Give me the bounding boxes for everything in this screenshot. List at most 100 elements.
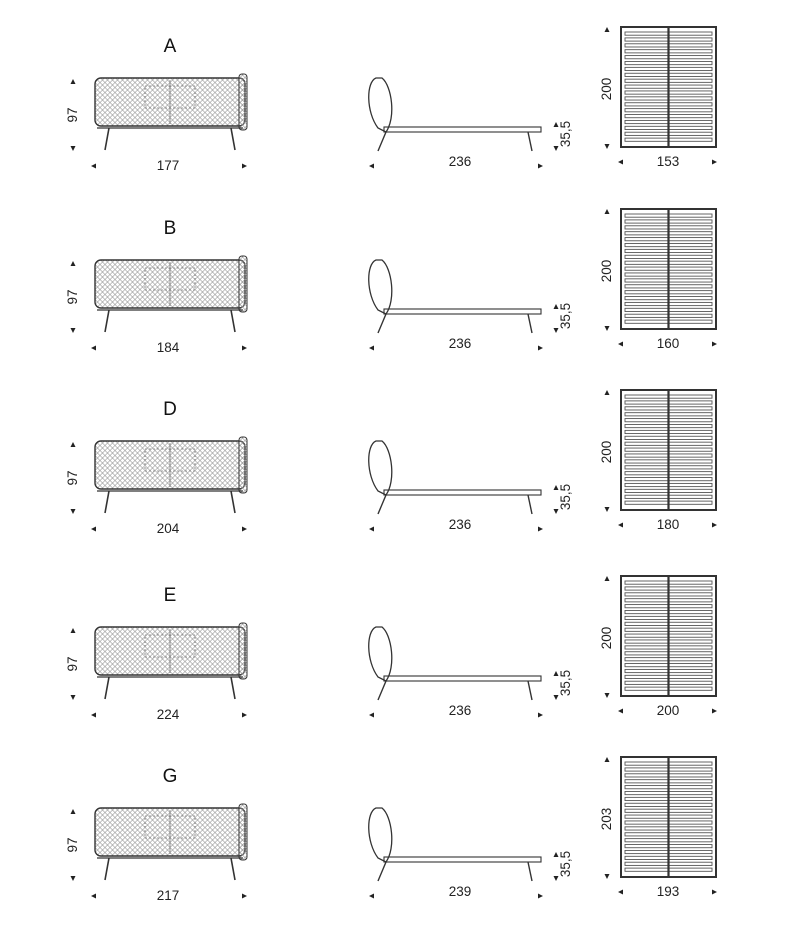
drawing-canvas <box>70 389 717 532</box>
arrow-left-icon <box>91 712 96 718</box>
arrow-right-icon <box>242 526 247 532</box>
arrow-up-icon <box>70 809 76 814</box>
arrow-down-icon <box>553 695 559 700</box>
top-view <box>620 756 717 878</box>
arrow-up-icon <box>604 209 610 214</box>
arrow-left-icon <box>618 341 623 347</box>
side-width-label: 239 <box>448 884 472 899</box>
arrow-down-icon <box>553 328 559 333</box>
variant-letter: A <box>163 36 177 57</box>
side-width-label: 236 <box>448 154 472 169</box>
front-width-label: 177 <box>156 158 180 173</box>
variant-letter: G <box>162 766 178 787</box>
front-view <box>94 255 248 333</box>
arrow-up-icon <box>70 628 76 633</box>
side-view <box>368 77 542 152</box>
drawing-canvas <box>70 575 717 718</box>
arrow-right-icon <box>242 345 247 351</box>
arrow-down-icon <box>604 507 610 512</box>
top-width-label: 180 <box>656 517 680 532</box>
side-height-label: 35,5 <box>558 669 573 697</box>
arrow-down-icon <box>553 509 559 514</box>
arrow-right-icon <box>538 893 543 899</box>
arrow-right-icon <box>538 526 543 532</box>
arrow-right-icon <box>538 163 543 169</box>
arrow-up-icon <box>604 576 610 581</box>
arrow-down-icon <box>604 693 610 698</box>
front-width-label: 217 <box>156 888 180 903</box>
arrow-up-icon <box>604 390 610 395</box>
front-height-label: 97 <box>65 656 80 672</box>
side-view <box>368 259 542 334</box>
top-length-label: 200 <box>599 77 614 101</box>
arrow-up-icon <box>553 852 559 857</box>
front-view <box>94 622 248 700</box>
top-length-label: 200 <box>599 259 614 283</box>
arrow-right-icon <box>712 341 717 347</box>
top-view <box>620 208 717 330</box>
side-height-label: 35,5 <box>558 850 573 878</box>
arrow-left-icon <box>369 526 374 532</box>
top-width-label: 153 <box>656 154 680 169</box>
side-width-label: 236 <box>448 517 472 532</box>
arrow-down-icon <box>70 695 76 700</box>
arrow-right-icon <box>242 712 247 718</box>
arrow-down-icon <box>604 144 610 149</box>
arrow-right-icon <box>712 159 717 165</box>
arrow-up-icon <box>553 304 559 309</box>
variant-letter: E <box>163 585 177 606</box>
arrow-right-icon <box>242 163 247 169</box>
front-height-label: 97 <box>65 107 80 123</box>
arrow-left-icon <box>91 893 96 899</box>
top-width-label: 200 <box>656 703 680 718</box>
front-view <box>94 436 248 514</box>
top-view <box>620 389 717 511</box>
arrow-up-icon <box>553 122 559 127</box>
front-view <box>94 73 248 151</box>
arrow-down-icon <box>70 146 76 151</box>
side-view <box>368 626 542 701</box>
arrow-up-icon <box>70 442 76 447</box>
front-width-label: 184 <box>156 340 180 355</box>
side-height-label: 35,5 <box>558 302 573 330</box>
top-view <box>620 575 717 697</box>
arrow-down-icon <box>553 876 559 881</box>
arrow-right-icon <box>242 893 247 899</box>
drawing-canvas <box>70 26 717 169</box>
arrow-up-icon <box>70 261 76 266</box>
arrow-left-icon <box>369 712 374 718</box>
side-height-label: 35,5 <box>558 120 573 148</box>
bed-variant-row: A 97 177 236 35,5 200 153 <box>0 20 800 202</box>
variant-letter: B <box>163 218 177 239</box>
arrow-left-icon <box>369 163 374 169</box>
arrow-up-icon <box>70 79 76 84</box>
variant-letter: D <box>163 399 177 420</box>
arrow-left-icon <box>618 159 623 165</box>
front-width-label: 204 <box>156 521 180 536</box>
arrow-up-icon <box>553 671 559 676</box>
arrow-up-icon <box>604 757 610 762</box>
arrow-down-icon <box>70 876 76 881</box>
side-view <box>368 440 542 515</box>
arrow-left-icon <box>91 163 96 169</box>
top-width-label: 193 <box>656 884 680 899</box>
arrow-left-icon <box>369 893 374 899</box>
arrow-up-icon <box>604 27 610 32</box>
arrow-left-icon <box>618 522 623 528</box>
top-length-label: 200 <box>599 626 614 650</box>
arrow-down-icon <box>604 874 610 879</box>
arrow-left-icon <box>91 526 96 532</box>
arrow-right-icon <box>712 889 717 895</box>
drawing-canvas <box>70 208 717 351</box>
arrow-right-icon <box>538 345 543 351</box>
arrow-up-icon <box>553 485 559 490</box>
side-width-label: 236 <box>448 703 472 718</box>
arrow-left-icon <box>618 708 623 714</box>
top-length-label: 200 <box>599 440 614 464</box>
arrow-right-icon <box>712 522 717 528</box>
side-view <box>368 807 542 882</box>
